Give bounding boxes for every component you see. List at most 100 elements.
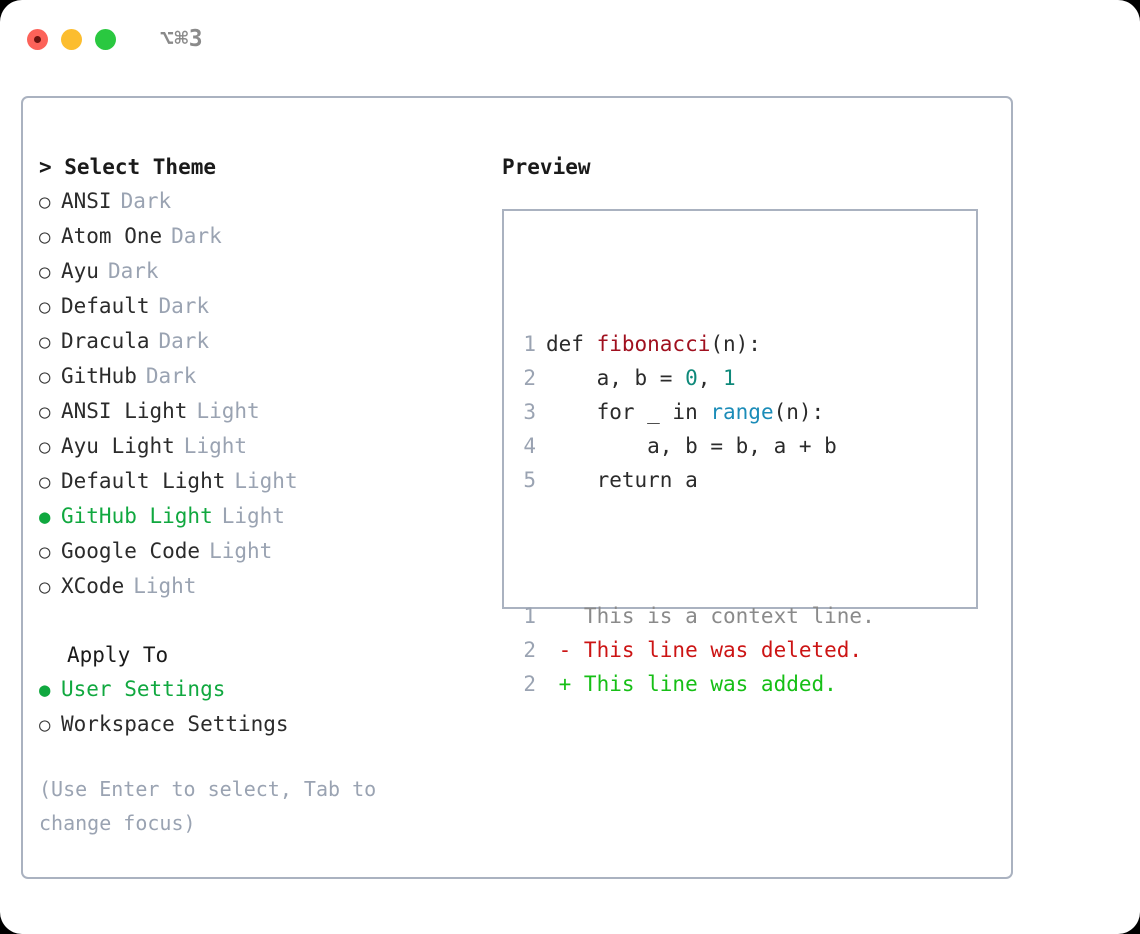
section-spacer — [39, 604, 489, 638]
code-token-func: fibonacci — [596, 332, 711, 356]
apply-item-0[interactable]: ● User Settings — [39, 672, 489, 707]
diff-line-text-added: + This line was added. — [546, 672, 837, 696]
theme-item-variant-tag: Light — [183, 434, 248, 458]
theme-item-2[interactable]: ○ Ayu Dark — [39, 254, 489, 289]
diff-line-text-context: This is a context line. — [546, 604, 875, 628]
diff-snippet: 1 This is a context line.2 - This line w… — [519, 599, 875, 701]
code-line-number: 2 — [523, 366, 536, 390]
code-line: 1 def fibonacci(n): — [519, 327, 875, 361]
code-line: 3 for _ in range(n): — [519, 395, 875, 429]
apply-item-1[interactable]: ○Workspace Settings — [39, 707, 489, 742]
code-line-number: 4 — [523, 434, 536, 458]
theme-item-variant-tag: Dark — [158, 329, 210, 353]
code-token-plain: return a — [546, 468, 698, 492]
code-line-number: 1 — [523, 332, 536, 356]
close-button-icon[interactable] — [27, 28, 48, 50]
theme-item-8[interactable]: ○ Default Light Light — [39, 464, 489, 499]
preview-title: Preview — [502, 155, 591, 179]
theme-item-variant-tag: Light — [196, 399, 260, 423]
theme-item-label: XCode — [61, 574, 125, 598]
title-bar: ⌥⌘3 — [0, 0, 1140, 78]
theme-item-variant-tag: Dark — [158, 294, 210, 318]
theme-item-7[interactable]: ○ Ayu Light Light — [39, 429, 489, 464]
radio-unselected-icon: ○ — [39, 576, 51, 598]
radio-unselected-icon: ○ — [39, 401, 51, 423]
code-line: 4 a, b = b, a + b — [519, 429, 875, 463]
theme-item-label: Dracula — [61, 329, 150, 353]
radio-unselected-icon: ○ — [39, 471, 51, 493]
theme-item-variant-tag: Light — [234, 469, 298, 493]
code-line-text: def fibonacci(n): — [546, 327, 761, 361]
code-token-plain: def — [546, 332, 597, 356]
radio-unselected-icon: ○ — [39, 261, 51, 283]
code-token-plain: (n): — [710, 332, 761, 356]
theme-item-label: ANSI Light — [61, 399, 188, 423]
radio-selected-icon: ● — [39, 679, 51, 701]
diff-line-number: 1 — [523, 604, 536, 628]
theme-item-variant-tag: Light — [133, 574, 197, 598]
theme-item-9[interactable]: ● GitHub Light Light — [39, 499, 489, 534]
code-token-plain: a, b = — [546, 366, 686, 390]
code-line-number: 5 — [523, 468, 536, 492]
code-token-num: 0 — [685, 366, 698, 390]
radio-unselected-icon: ○ — [39, 366, 51, 388]
theme-item-label: GitHub Light — [61, 504, 213, 528]
theme-item-label: GitHub — [61, 364, 137, 388]
diff-line-number: 2 — [523, 672, 536, 696]
code-token-plain: for _ in — [546, 400, 711, 424]
code-token-plain: , — [697, 366, 724, 390]
theme-item-label: Default — [61, 294, 150, 318]
theme-item-variant-tag: Light — [221, 504, 285, 528]
code-token-plain: (n): — [773, 400, 825, 424]
maximize-button-icon[interactable] — [95, 28, 116, 50]
theme-item-label: Default Light — [61, 469, 226, 493]
code-line: 2 a, b = 0, 1 — [519, 361, 875, 395]
theme-item-11[interactable]: ○ XCode Light — [39, 569, 489, 604]
select-theme-header: > Select Theme — [39, 155, 217, 179]
diff-line-number: 2 — [523, 638, 536, 662]
theme-item-label: Ayu — [61, 259, 99, 283]
code-line-text: return a — [546, 463, 698, 497]
code-line-text: for _ in range(n): — [546, 395, 825, 429]
radio-unselected-icon: ○ — [39, 296, 51, 318]
code-line-number: 3 — [523, 400, 536, 424]
code-token-num: 1 — [723, 366, 736, 390]
theme-item-variant-tag: Dark — [107, 259, 159, 283]
apply-to-header: Apply To — [67, 643, 169, 667]
code-line-text: a, b = 0, 1 — [546, 361, 736, 395]
radio-unselected-icon: ○ — [39, 436, 51, 458]
apply-to-list[interactable]: ● User Settings ○Workspace Settings — [39, 672, 489, 742]
radio-unselected-icon: ○ — [39, 541, 51, 563]
keyboard-hint-text: (Use Enter to select, Tab to change focu… — [39, 777, 377, 835]
theme-item-4[interactable]: ○ Dracula Dark — [39, 324, 489, 359]
diff-line-text-deleted: - This line was deleted. — [546, 638, 863, 662]
diff-line: 1 This is a context line. — [519, 599, 875, 633]
theme-item-label: Atom One — [61, 224, 163, 248]
window-title: ⌥⌘3 — [160, 26, 204, 52]
window-controls — [27, 28, 116, 50]
radio-unselected-icon: ○ — [39, 191, 51, 213]
minimize-button-icon[interactable] — [61, 28, 82, 50]
radio-unselected-icon: ○ — [39, 331, 51, 353]
radio-unselected-icon: ○ — [39, 226, 51, 248]
theme-item-3[interactable]: ○ Default Dark — [39, 289, 489, 324]
apply-item-label: User Settings — [61, 677, 226, 701]
diff-line: 2 - This line was deleted. — [519, 633, 875, 667]
radio-unselected-icon: ○ — [39, 714, 51, 736]
theme-item-label: Ayu Light — [61, 434, 175, 458]
code-token-builtin: range — [710, 400, 774, 424]
theme-item-6[interactable]: ○ ANSI Light Light — [39, 394, 489, 429]
radio-selected-icon: ● — [39, 506, 51, 528]
